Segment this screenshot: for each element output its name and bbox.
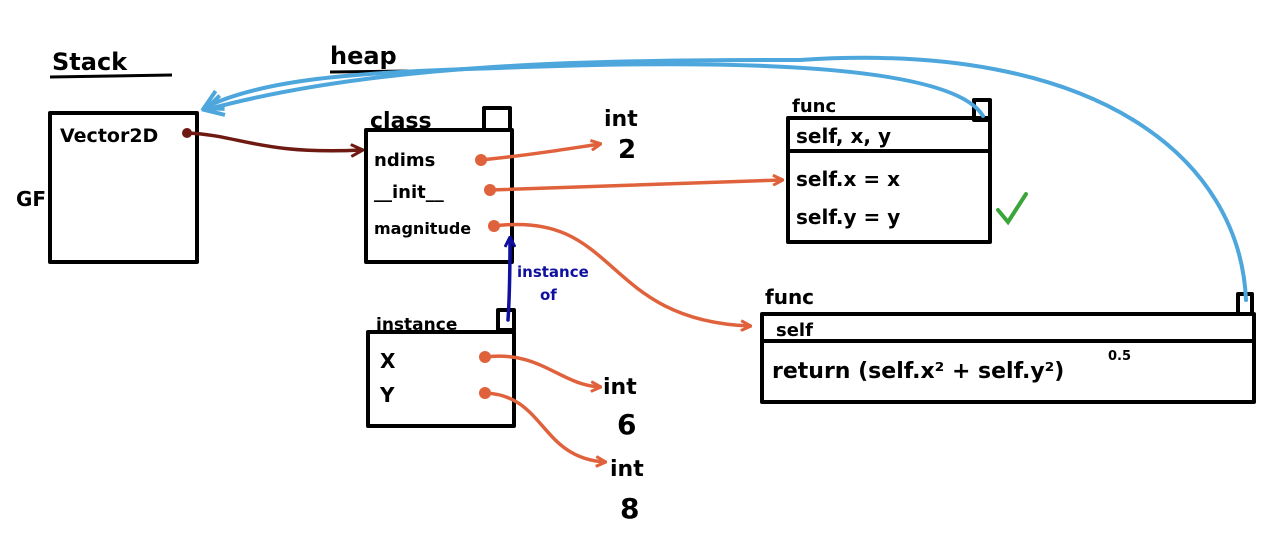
int-8-type: int (610, 457, 644, 482)
vector2d-to-class-arrow (185, 131, 362, 151)
instance-attr-y: Y (379, 383, 395, 407)
func-magnitude-params: self (776, 320, 813, 341)
y-to-int-8-arrow (483, 391, 605, 462)
ndims-to-int-arrow (479, 144, 600, 162)
instance-tab (496, 308, 516, 332)
func-init-body-line-1: self.x = x (796, 167, 900, 191)
init-to-func-arrow (488, 180, 782, 192)
func-init-parent-arrow (204, 62, 985, 118)
int-6-type: int (603, 375, 637, 400)
stack-variable-vector2d: Vector2D (60, 125, 158, 147)
func-magnitude-parent-arrow (205, 55, 1248, 302)
heap-title: heap (330, 42, 397, 70)
class-tab (482, 106, 512, 132)
global-frame-box (48, 111, 199, 264)
int-2-type: int (604, 107, 638, 132)
class-box (364, 128, 514, 264)
instance-of-label-2: of (540, 286, 557, 304)
instance-box (366, 330, 516, 428)
class-attr-init: __init__ (374, 182, 444, 203)
int-2-value: 2 (618, 135, 636, 165)
func-magnitude-body: return (self.x² + self.y²) (772, 359, 1064, 384)
instance-of-label-1: instance (517, 263, 589, 281)
func-magnitude-exponent: 0.5 (1108, 349, 1131, 364)
func-init-body-line-2: self.y = y (796, 205, 900, 229)
func-magnitude-header: func (765, 285, 814, 309)
x-to-int-6-arrow (483, 354, 600, 387)
class-attr-ndims: ndims (374, 150, 435, 171)
class-attr-magnitude: magnitude (374, 219, 471, 238)
instance-of-arrow (508, 238, 510, 322)
instance-attr-x: X (380, 349, 396, 373)
int-6-value: 6 (617, 408, 636, 441)
stack-underline (49, 73, 173, 79)
int-8-value: 8 (620, 492, 639, 525)
func-init-params: self, x, y (796, 124, 891, 148)
func-magnitude-box (760, 312, 1256, 404)
frame-label: GF (16, 187, 46, 211)
check-icon (996, 192, 1028, 226)
func-init-box (786, 116, 992, 244)
stack-title: Stack (52, 48, 128, 76)
magnitude-to-func-arrow (492, 222, 750, 326)
func-init-header: func (792, 96, 836, 117)
